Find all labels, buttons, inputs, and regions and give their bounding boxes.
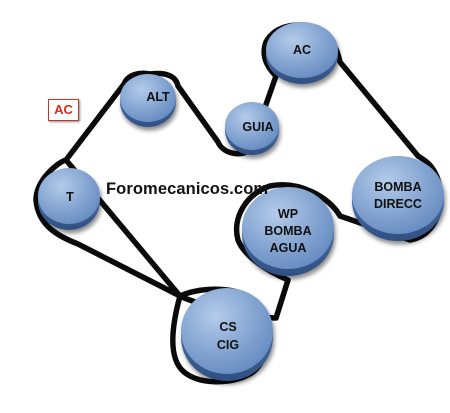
pulley-ac-face (266, 22, 338, 78)
pulley-cs-cig (181, 288, 273, 381)
pulley-guia-face (225, 102, 279, 150)
pulley-bomba-direcc-face (352, 156, 444, 234)
pulley-ac (266, 22, 338, 84)
pulley-cs-cig-label-line-2: CIG (217, 338, 239, 352)
pulley-tensor-face (38, 168, 100, 224)
pulley-alt (120, 74, 176, 127)
pulley-guia (225, 102, 279, 155)
pulley-alt-label: ALT (146, 90, 170, 104)
pulley-cs-cig-face (181, 288, 273, 374)
pulley-ac-label: AC (293, 43, 311, 57)
pulley-tensor (38, 168, 100, 230)
pulley-bomba-direcc-label-line-1: BOMBA (374, 180, 421, 194)
pulley-alt-face (120, 74, 176, 122)
pulley-guia-label: GUIA (242, 120, 273, 134)
pulley-bomba-direcc (352, 156, 444, 241)
pulley-bomba-direcc-label-line-2: DIRECC (374, 197, 422, 211)
ac-tag-label: AC (48, 99, 79, 121)
pulley-cs-cig-label-line-1: CS (219, 320, 236, 334)
pulley-wp-bomba-agua-label-line-3: AGUA (270, 241, 307, 255)
pulley-wp-bomba-agua-label-line-1: WP (278, 207, 298, 221)
pulley-wp-bomba-agua (242, 187, 334, 276)
pulley-wp-bomba-agua-label-line-2: BOMBA (264, 224, 311, 238)
watermark-text: Foromecanicos.com (106, 180, 269, 198)
pulley-wp-bomba-agua-face (242, 187, 334, 269)
pulley-tensor-label: T (66, 190, 74, 204)
